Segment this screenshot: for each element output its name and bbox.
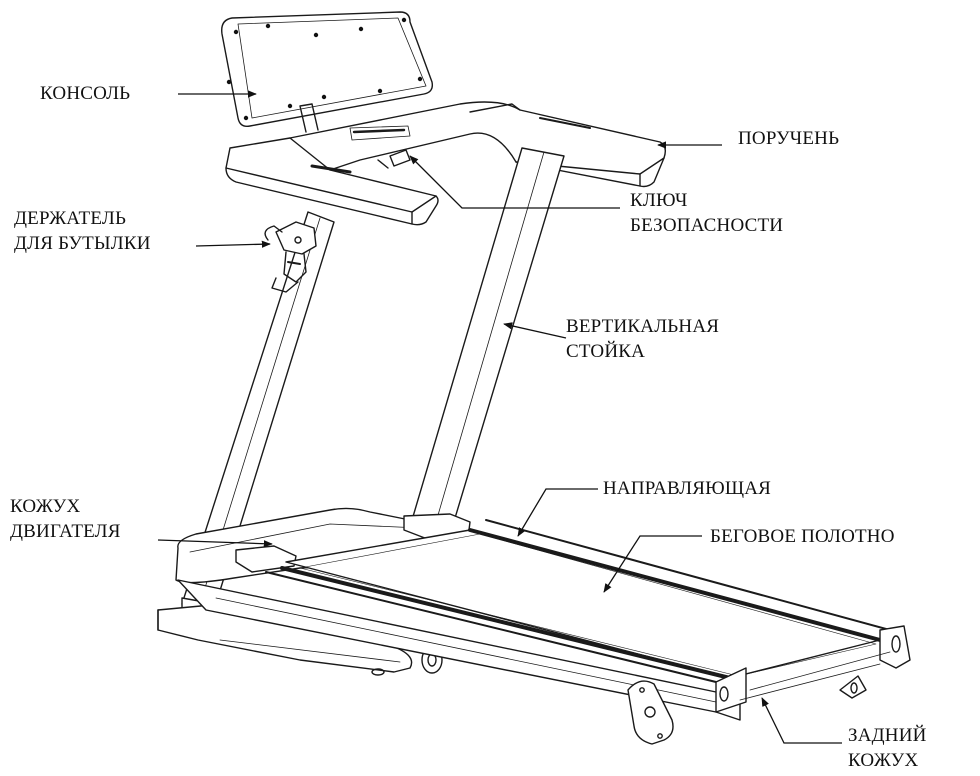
leader-motor-cover (157, 539, 273, 548)
label-rear-cover: ЗАДНИЙ КОЖУХ (848, 723, 927, 773)
leader-running-belt (603, 535, 702, 593)
label-bottle-holder: ДЕРЖАТЕЛЬ ДЛЯ БУТЫЛКИ (14, 206, 151, 256)
label-side-rail-line1: НАПРАВЛЯЮЩАЯ (603, 478, 772, 499)
label-handrail: ПОРУЧЕНЬ (738, 126, 839, 151)
label-upright-line1: ВЕРТИКАЛЬНАЯ (566, 316, 720, 337)
label-upright-line2: СТОЙКА (566, 341, 646, 362)
label-rear-cover-line2: КОЖУХ (848, 750, 919, 771)
label-safety-key-line1: КЛЮЧ (630, 190, 688, 211)
leader-safety-key (409, 155, 620, 209)
bottle-holder-part (264, 221, 317, 293)
label-running-belt: БЕГОВОЕ ПОЛОТНО (710, 524, 895, 549)
leader-lines (157, 90, 842, 744)
label-side-rail: НАПРАВЛЯЮЩАЯ (603, 476, 771, 501)
label-safety-key: КЛЮЧ БЕЗОПАСНОСТИ (630, 188, 783, 238)
label-safety-key-line2: БЕЗОПАСНОСТИ (630, 215, 784, 236)
label-motor-cover-line1: КОЖУХ (10, 496, 81, 517)
label-console: КОНСОЛЬ (40, 81, 130, 106)
leader-side-rail (517, 488, 598, 537)
label-bottle-holder-line2: ДЛЯ БУТЫЛКИ (14, 233, 151, 254)
console-part (221, 11, 434, 133)
leader-bottle-holder (195, 240, 271, 248)
label-motor-cover-line2: ДВИГАТЕЛЯ (10, 521, 121, 542)
leader-rear-cover (761, 697, 842, 744)
label-console-line1: КОНСОЛЬ (40, 83, 131, 104)
leader-upright (503, 322, 567, 339)
label-upright: ВЕРТИКАЛЬНАЯ СТОЙКА (566, 314, 719, 364)
handrail-part (225, 101, 667, 226)
label-motor-cover: КОЖУХ ДВИГАТЕЛЯ (10, 494, 121, 544)
label-bottle-holder-line1: ДЕРЖАТЕЛЬ (14, 208, 127, 229)
deck-part (157, 507, 911, 745)
label-rear-cover-line1: ЗАДНИЙ (848, 725, 927, 746)
label-handrail-line1: ПОРУЧЕНЬ (738, 128, 840, 149)
label-running-belt-line1: БЕГОВОЕ ПОЛОТНО (710, 526, 895, 547)
